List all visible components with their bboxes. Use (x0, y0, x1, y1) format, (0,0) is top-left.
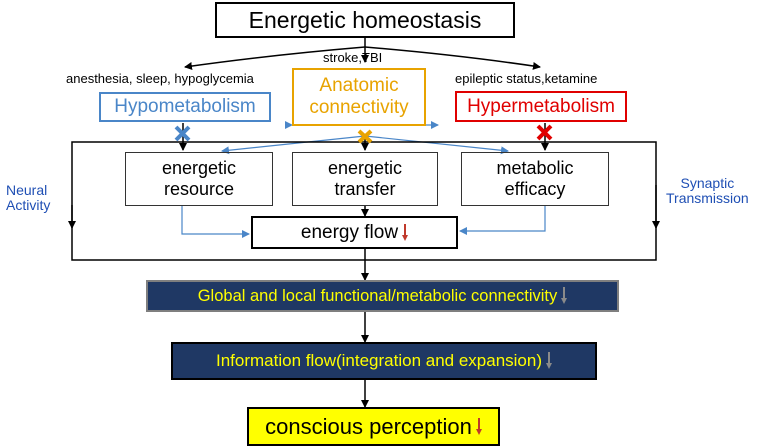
transfer-line1: energetic (327, 158, 403, 179)
metabolic-efficacy-box: metabolic efficacy (461, 152, 609, 206)
anatomic-connectivity-box: Anatomic connectivity (292, 68, 426, 126)
anatomic-label-line2: connectivity (309, 97, 409, 118)
connectivity-box: Global and local functional/metabolic co… (146, 280, 619, 312)
neural-activity-line1: Neural (6, 182, 48, 198)
neural-activity-label: Neural Activity (6, 182, 51, 214)
transfer-line2: transfer (334, 179, 396, 199)
efficacy-line1: metabolic (496, 158, 574, 179)
energy-flow-decrease-icon (402, 223, 409, 242)
resource-line1: energetic (161, 158, 237, 179)
conscious-perception-box: conscious perception (247, 407, 500, 446)
anatomic-block-x-icon (357, 129, 373, 144)
synaptic-transmission-line1: Synaptic (680, 175, 735, 191)
hypermetabolism-box: Hypermetabolism (455, 91, 627, 122)
connectivity-decrease-icon (561, 287, 568, 305)
neural-activity-line2: Activity (6, 197, 51, 214)
conscious-perception-label: conscious perception (265, 413, 472, 439)
connectivity-label: Global and local functional/metabolic co… (197, 286, 558, 305)
energy-flow-label: energy flow (300, 221, 399, 243)
perception-decrease-icon (475, 417, 482, 436)
synaptic-transmission-line2: Transmission (666, 190, 749, 207)
resource-line2: resource (163, 179, 235, 199)
hypo-block-x-icon (174, 125, 191, 142)
title-text: Energetic homeostasis (248, 6, 482, 33)
hypometabolism-box: Hypometabolism (99, 92, 271, 122)
energetic-transfer-box: energetic transfer (292, 152, 438, 206)
hyper-block-x-icon (536, 124, 553, 141)
stroke-label: stroke,TBI (323, 50, 383, 65)
synaptic-transmission-label: Synaptic Transmission (666, 175, 749, 207)
energy-flow-box: energy flow (251, 216, 458, 249)
information-flow-box: Information flow(integration and expansi… (171, 342, 597, 380)
efficacy-line2: efficacy (504, 179, 566, 199)
information-flow-decrease-icon (546, 352, 553, 370)
right-conditions-label: epileptic status,ketamine (455, 71, 598, 86)
information-flow-label: Information flow(integration and expansi… (215, 351, 543, 371)
hypometabolism-label: Hypometabolism (114, 96, 256, 118)
energetic-homeostasis-box: Energetic homeostasis (215, 2, 515, 38)
hypermetabolism-label: Hypermetabolism (467, 95, 615, 117)
energetic-resource-box: energetic resource (125, 152, 273, 206)
anatomic-label-line1: Anatomic (319, 75, 399, 97)
left-conditions-label: anesthesia, sleep, hypoglycemia (66, 71, 254, 86)
